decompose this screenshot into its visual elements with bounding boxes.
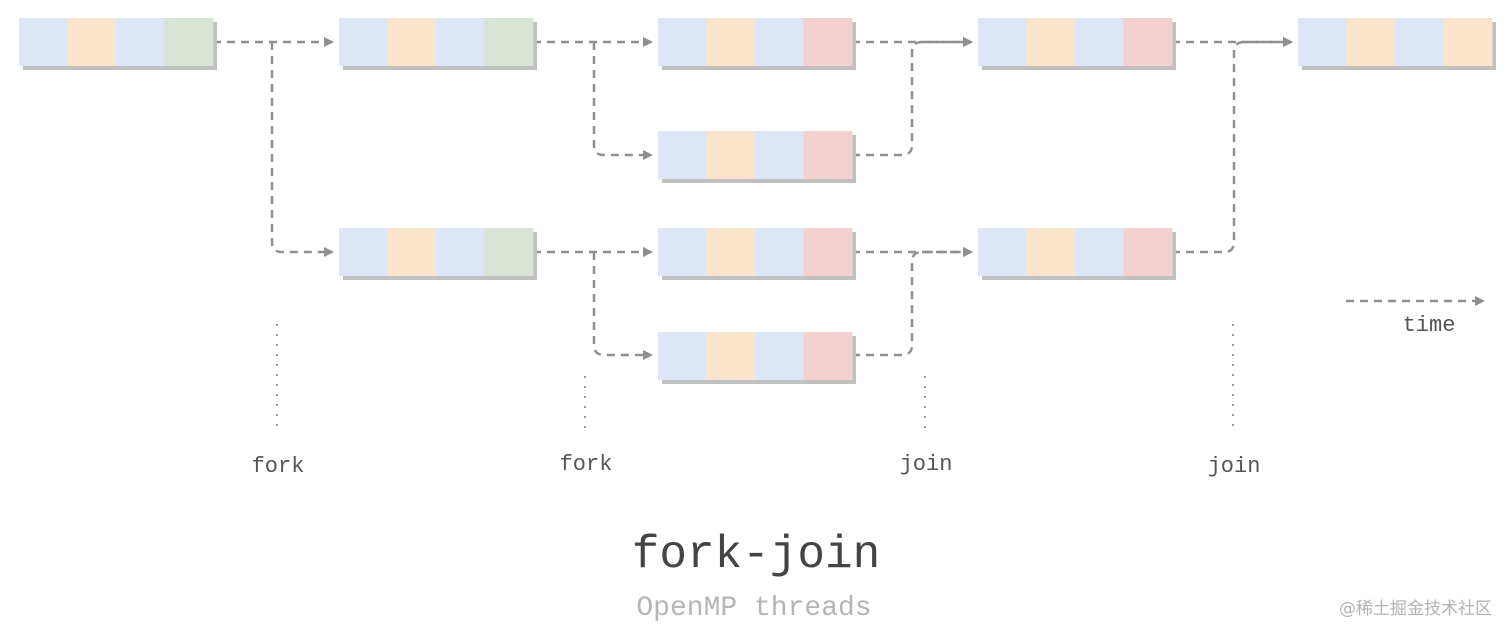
edge-t3b-t4 <box>1172 37 1293 254</box>
task-cell-blue <box>658 332 707 380</box>
task-cell-blue <box>755 18 804 66</box>
task-block-t1b <box>339 228 537 280</box>
task-cell-blue <box>436 18 485 66</box>
task-cell-red <box>803 228 853 276</box>
task-cell-blue <box>116 18 165 66</box>
diagram-subtitle: OpenMP threads <box>636 593 871 624</box>
watermark: @稀土掘金技术社区 <box>1339 599 1492 619</box>
task-cell-orange <box>1026 18 1076 66</box>
task-cell-orange <box>1026 228 1076 276</box>
time-legend: time <box>1346 296 1485 338</box>
edge-t1a-t2b <box>592 42 653 160</box>
task-cell-blue <box>339 18 388 66</box>
task-cell-blue <box>978 228 1027 276</box>
task-cell-orange <box>706 131 756 179</box>
task-cell-orange <box>387 228 437 276</box>
task-cell-green <box>484 18 534 66</box>
task-cell-red <box>1123 18 1173 66</box>
task-cell-blue <box>1075 228 1124 276</box>
task-block-t3a <box>978 18 1176 70</box>
edge-t1b-t2d <box>592 252 653 360</box>
task-cell-blue <box>658 18 707 66</box>
task-cell-blue <box>1075 18 1124 66</box>
task-cell-blue <box>19 18 68 66</box>
stage-label-join-1: join <box>900 452 953 477</box>
task-cell-blue <box>658 131 707 179</box>
task-cell-orange <box>387 18 437 66</box>
task-cell-green <box>484 228 534 276</box>
stage-label-join-2: join <box>1208 454 1261 479</box>
task-cell-orange <box>1346 18 1396 66</box>
task-cell-red <box>803 131 853 179</box>
stage-label-fork-1: fork <box>252 454 305 479</box>
task-cell-blue <box>339 228 388 276</box>
task-cell-blue <box>755 332 804 380</box>
task-block-t4 <box>1298 18 1496 70</box>
connectors <box>213 37 1293 360</box>
task-cell-blue <box>978 18 1027 66</box>
task-cell-blue <box>436 228 485 276</box>
diagram-title: fork-join <box>632 529 880 581</box>
edge-t2d-t3b <box>852 247 973 357</box>
task-cell-red <box>803 332 853 380</box>
task-cell-blue <box>1298 18 1347 66</box>
task-cell-blue <box>755 131 804 179</box>
edge-t2b-t3a <box>852 37 973 157</box>
edge-t0-t1b <box>270 42 334 257</box>
stage-label-fork-2: fork <box>560 452 613 477</box>
task-block-t2b <box>658 131 856 183</box>
task-block-t2c <box>658 228 856 280</box>
task-cell-orange <box>706 332 756 380</box>
task-cell-orange <box>1443 18 1493 66</box>
task-cell-orange <box>67 18 117 66</box>
task-block-t3b <box>978 228 1176 280</box>
task-blocks <box>19 18 1496 384</box>
task-cell-orange <box>706 18 756 66</box>
task-cell-blue <box>1395 18 1444 66</box>
task-cell-blue <box>658 228 707 276</box>
task-block-t2d <box>658 332 856 384</box>
task-block-t0 <box>19 18 217 70</box>
task-block-t2a <box>658 18 856 70</box>
time-label: time <box>1403 313 1456 338</box>
task-cell-blue <box>755 228 804 276</box>
task-cell-orange <box>706 228 756 276</box>
task-cell-red <box>1123 228 1173 276</box>
task-cell-red <box>803 18 853 66</box>
task-block-t1a <box>339 18 537 70</box>
task-cell-green <box>164 18 214 66</box>
